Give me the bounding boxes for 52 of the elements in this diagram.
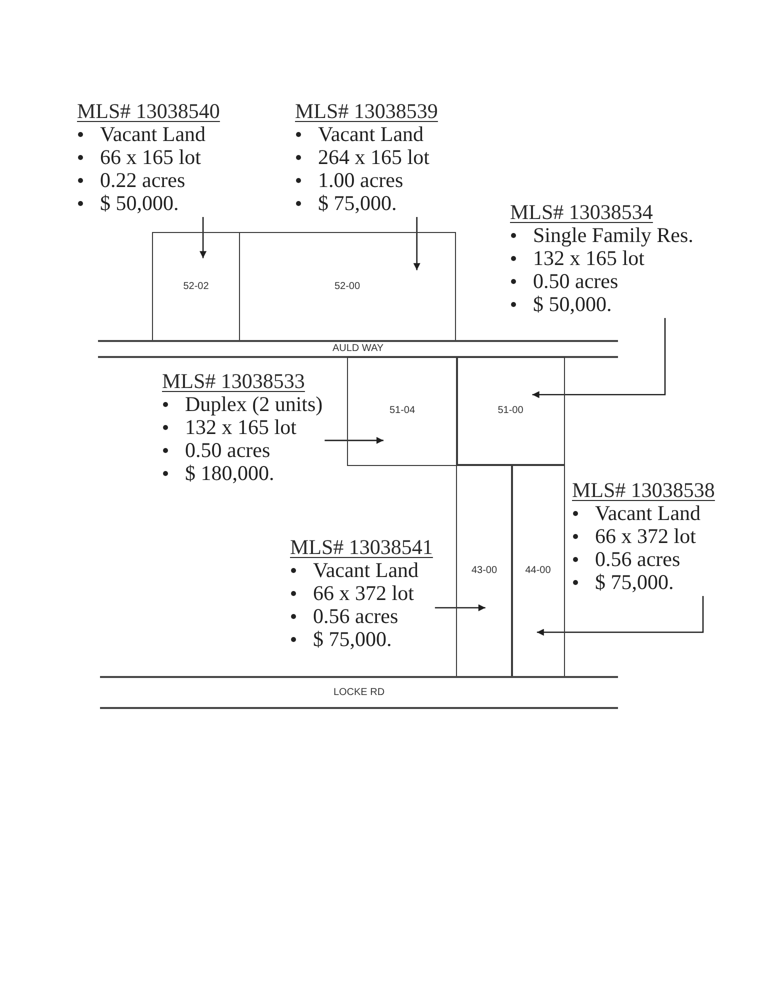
listing-heading: MLS# 13038541 xyxy=(290,536,433,559)
listing-detail: 1.00 acres xyxy=(318,169,404,192)
arrow xyxy=(324,436,384,444)
listing-detail: $ 180,000. xyxy=(185,462,274,485)
listing-heading: MLS# 13038540 xyxy=(77,100,220,123)
listing-detail: $ 75,000. xyxy=(595,571,674,594)
parcel-number: 52-00 xyxy=(334,282,360,292)
parcel-lot xyxy=(456,464,512,677)
parcel-number: 44-00 xyxy=(525,566,551,576)
listing-detail: $ 50,000. xyxy=(100,192,179,215)
listing-detail: $ 75,000. xyxy=(318,192,397,215)
listing-detail: 264 x 165 lot xyxy=(318,146,430,169)
listing-heading: MLS# 13038539 xyxy=(295,100,438,123)
listing-heading: MLS# 13038538 xyxy=(572,479,715,502)
parcel-lot xyxy=(238,232,456,341)
listing-detail: Vacant Land xyxy=(313,559,419,582)
listing-detail: 0.56 acres xyxy=(595,548,680,571)
listing-detail: $ 50,000. xyxy=(533,293,612,316)
listing-detail: Single Family Res. xyxy=(533,224,694,247)
arrow xyxy=(413,217,420,270)
road-name: AULD WAY xyxy=(332,344,384,354)
arrow xyxy=(532,318,666,398)
listing-detail: 66 x 165 lot xyxy=(100,146,201,169)
road-band xyxy=(98,340,618,358)
road-band xyxy=(100,676,618,709)
parcel-number: 51-04 xyxy=(389,406,416,416)
parcel-number: 43-00 xyxy=(471,566,498,576)
arrow xyxy=(536,596,704,636)
arrow xyxy=(434,604,486,612)
listing-detail: 132 x 165 lot xyxy=(185,416,296,439)
parcel-lot xyxy=(511,464,565,677)
parcel-lot xyxy=(152,232,240,341)
parcel-number: 51-00 xyxy=(498,406,524,416)
listing-heading: MLS# 13038534 xyxy=(510,201,653,224)
listing-detail: 0.50 acres xyxy=(533,270,618,293)
road-name: LOCKE RD xyxy=(333,688,385,698)
listing-detail: Vacant Land xyxy=(100,123,206,146)
listing-heading: MLS# 13038533 xyxy=(162,370,305,393)
arrow xyxy=(200,217,207,258)
listing-detail: 0.56 acres xyxy=(313,605,398,628)
listing-detail: 66 x 372 lot xyxy=(313,582,414,605)
listing-detail: Vacant Land xyxy=(595,502,701,525)
listing-detail: 132 x 165 lot xyxy=(533,247,644,270)
parcel-lot xyxy=(347,356,458,466)
parcel-lot xyxy=(456,356,565,466)
parcel-number: 52-02 xyxy=(183,282,209,292)
listing-detail: $ 75,000. xyxy=(313,628,392,651)
listing-detail: Vacant Land xyxy=(318,123,424,146)
listing-detail: 0.50 acres xyxy=(185,439,270,462)
listing-detail: 0.22 acres xyxy=(100,169,186,192)
listing-detail: 66 x 372 lot xyxy=(595,525,696,548)
listing-detail: Duplex (2 units) xyxy=(185,393,323,416)
